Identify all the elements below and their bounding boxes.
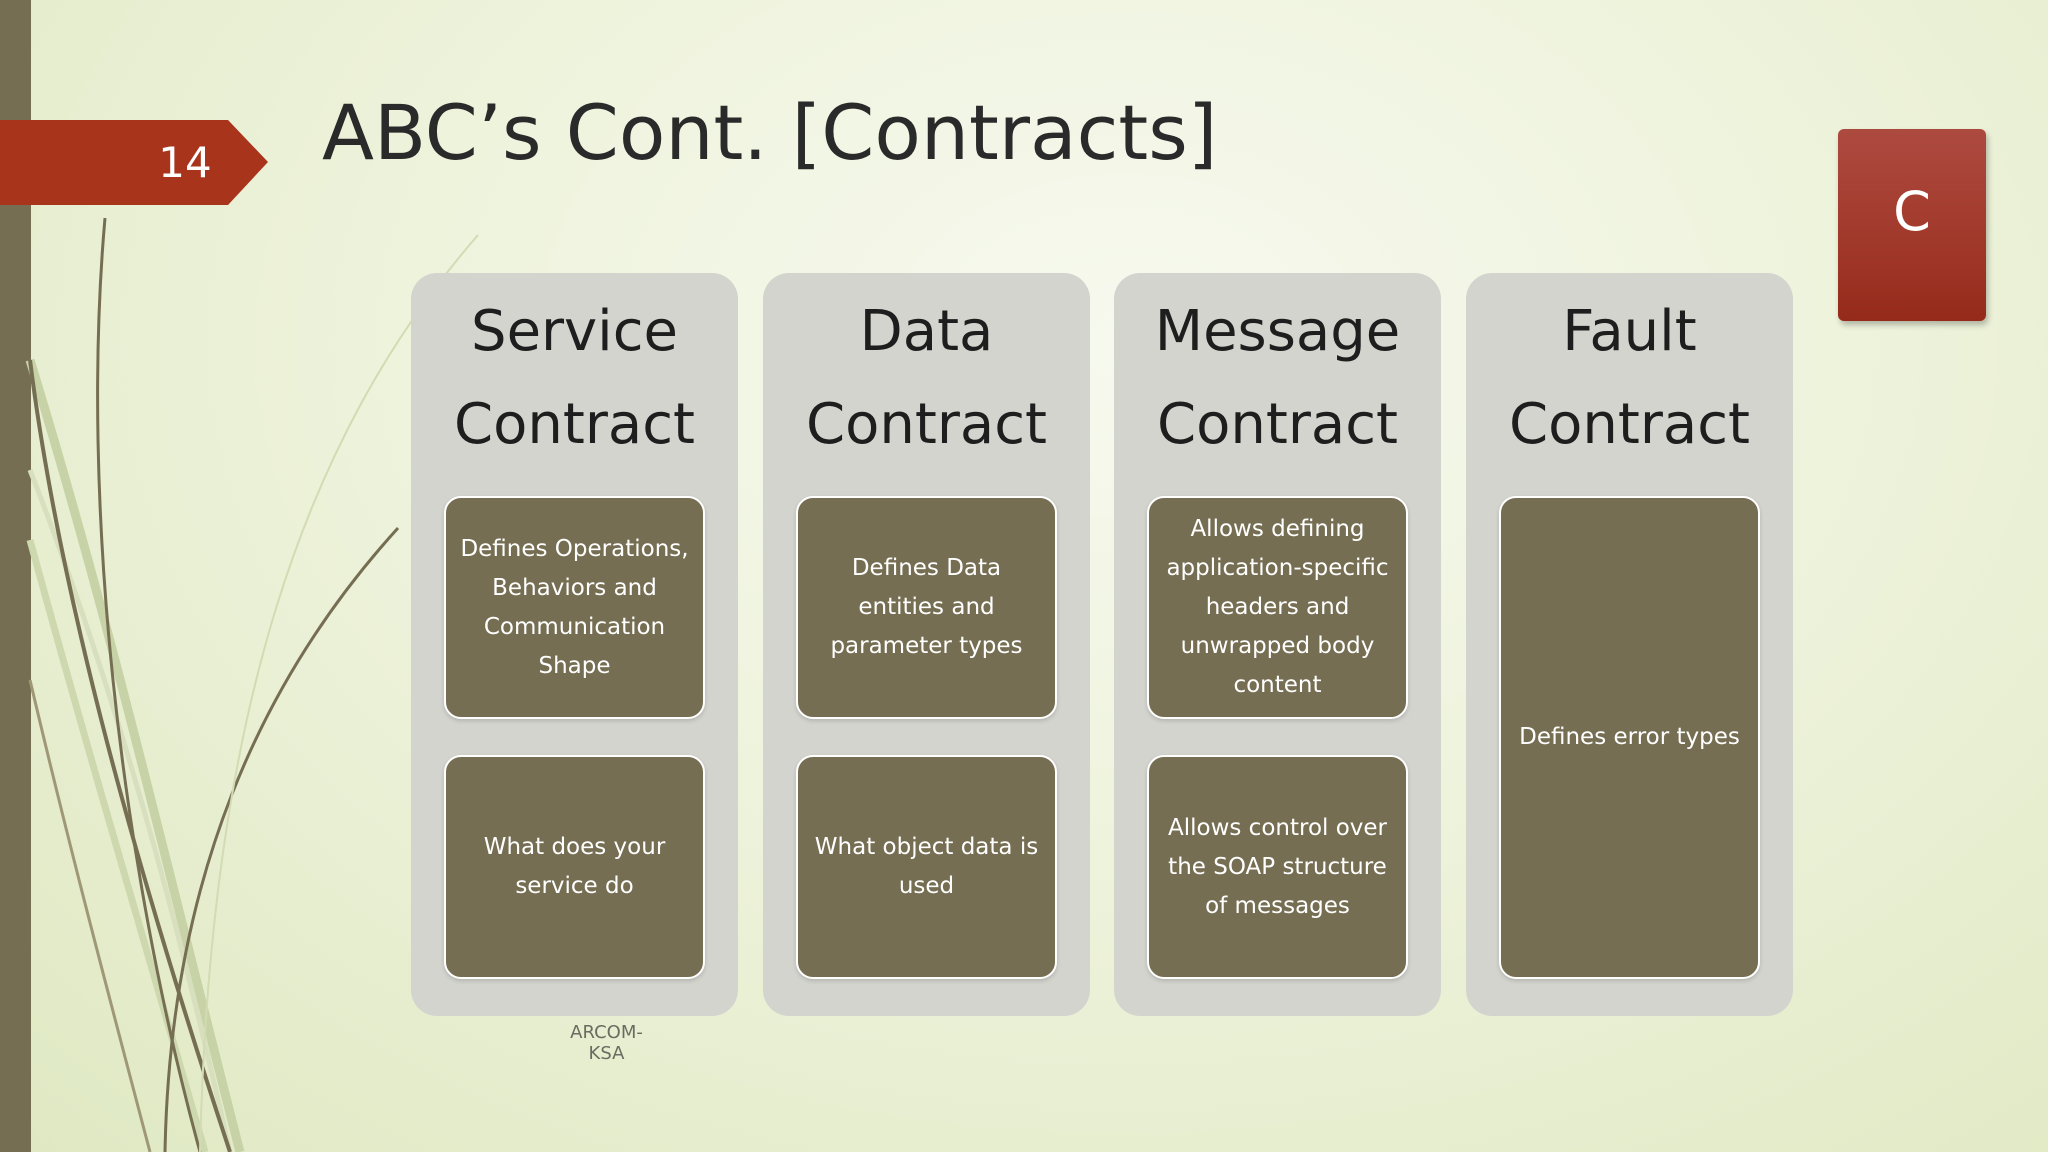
- footer-text: ARCOM-KSA: [570, 1022, 643, 1064]
- column-heading: Message Contract: [1114, 285, 1441, 471]
- slide-title: ABC’s Cont. [Contracts]: [322, 88, 1218, 177]
- box-text: What does your service do: [483, 834, 666, 899]
- data-contract-column: Data Contract Defines Data entities and …: [763, 273, 1090, 1016]
- description-box: Defines error types: [1499, 496, 1760, 979]
- heading-line-2: Contract: [1509, 392, 1750, 457]
- heading-line-1: Fault: [1562, 299, 1697, 364]
- description-box: Allows control over the SOAP structure o…: [1147, 755, 1408, 979]
- heading-line-1: Service: [471, 299, 678, 364]
- heading-line-1: Data: [859, 299, 994, 364]
- box-text: Defines error types: [1519, 724, 1740, 750]
- box-text: Defines Data entities and parameter type…: [830, 555, 1023, 659]
- box-text: Defines Operations, Behaviors and Commun…: [460, 535, 689, 679]
- heading-line-2: Contract: [454, 392, 695, 457]
- slide-number-tab: [0, 120, 268, 205]
- fault-contract-column: Fault Contract Defines error types: [1466, 273, 1793, 1016]
- decorative-grass-strokes: [25, 217, 479, 1152]
- letter-badge: C: [1838, 129, 1986, 321]
- service-contract-column: Service Contract Defines Operations, Beh…: [411, 273, 738, 1016]
- box-text: Allows control over the SOAP structure o…: [1167, 814, 1388, 919]
- slide-number: 14: [158, 138, 212, 187]
- message-contract-column: Message Contract Allows defining applica…: [1114, 273, 1441, 1016]
- description-box: Defines Data entities and parameter type…: [796, 496, 1057, 719]
- box-text: Allows defining application-specific hea…: [1166, 516, 1389, 698]
- description-box: Defines Operations, Behaviors and Commun…: [444, 496, 705, 719]
- heading-line-1: Message: [1154, 299, 1401, 364]
- heading-line-2: Contract: [806, 392, 1047, 457]
- description-box: What does your service do: [444, 755, 705, 979]
- description-box: What object data is used: [796, 755, 1057, 979]
- description-box: Allows defining application-specific hea…: [1147, 496, 1408, 719]
- column-heading: Data Contract: [763, 285, 1090, 471]
- heading-line-2: Contract: [1157, 392, 1398, 457]
- column-heading: Service Contract: [411, 285, 738, 471]
- box-text: What object data is used: [814, 834, 1039, 899]
- column-heading: Fault Contract: [1466, 285, 1793, 471]
